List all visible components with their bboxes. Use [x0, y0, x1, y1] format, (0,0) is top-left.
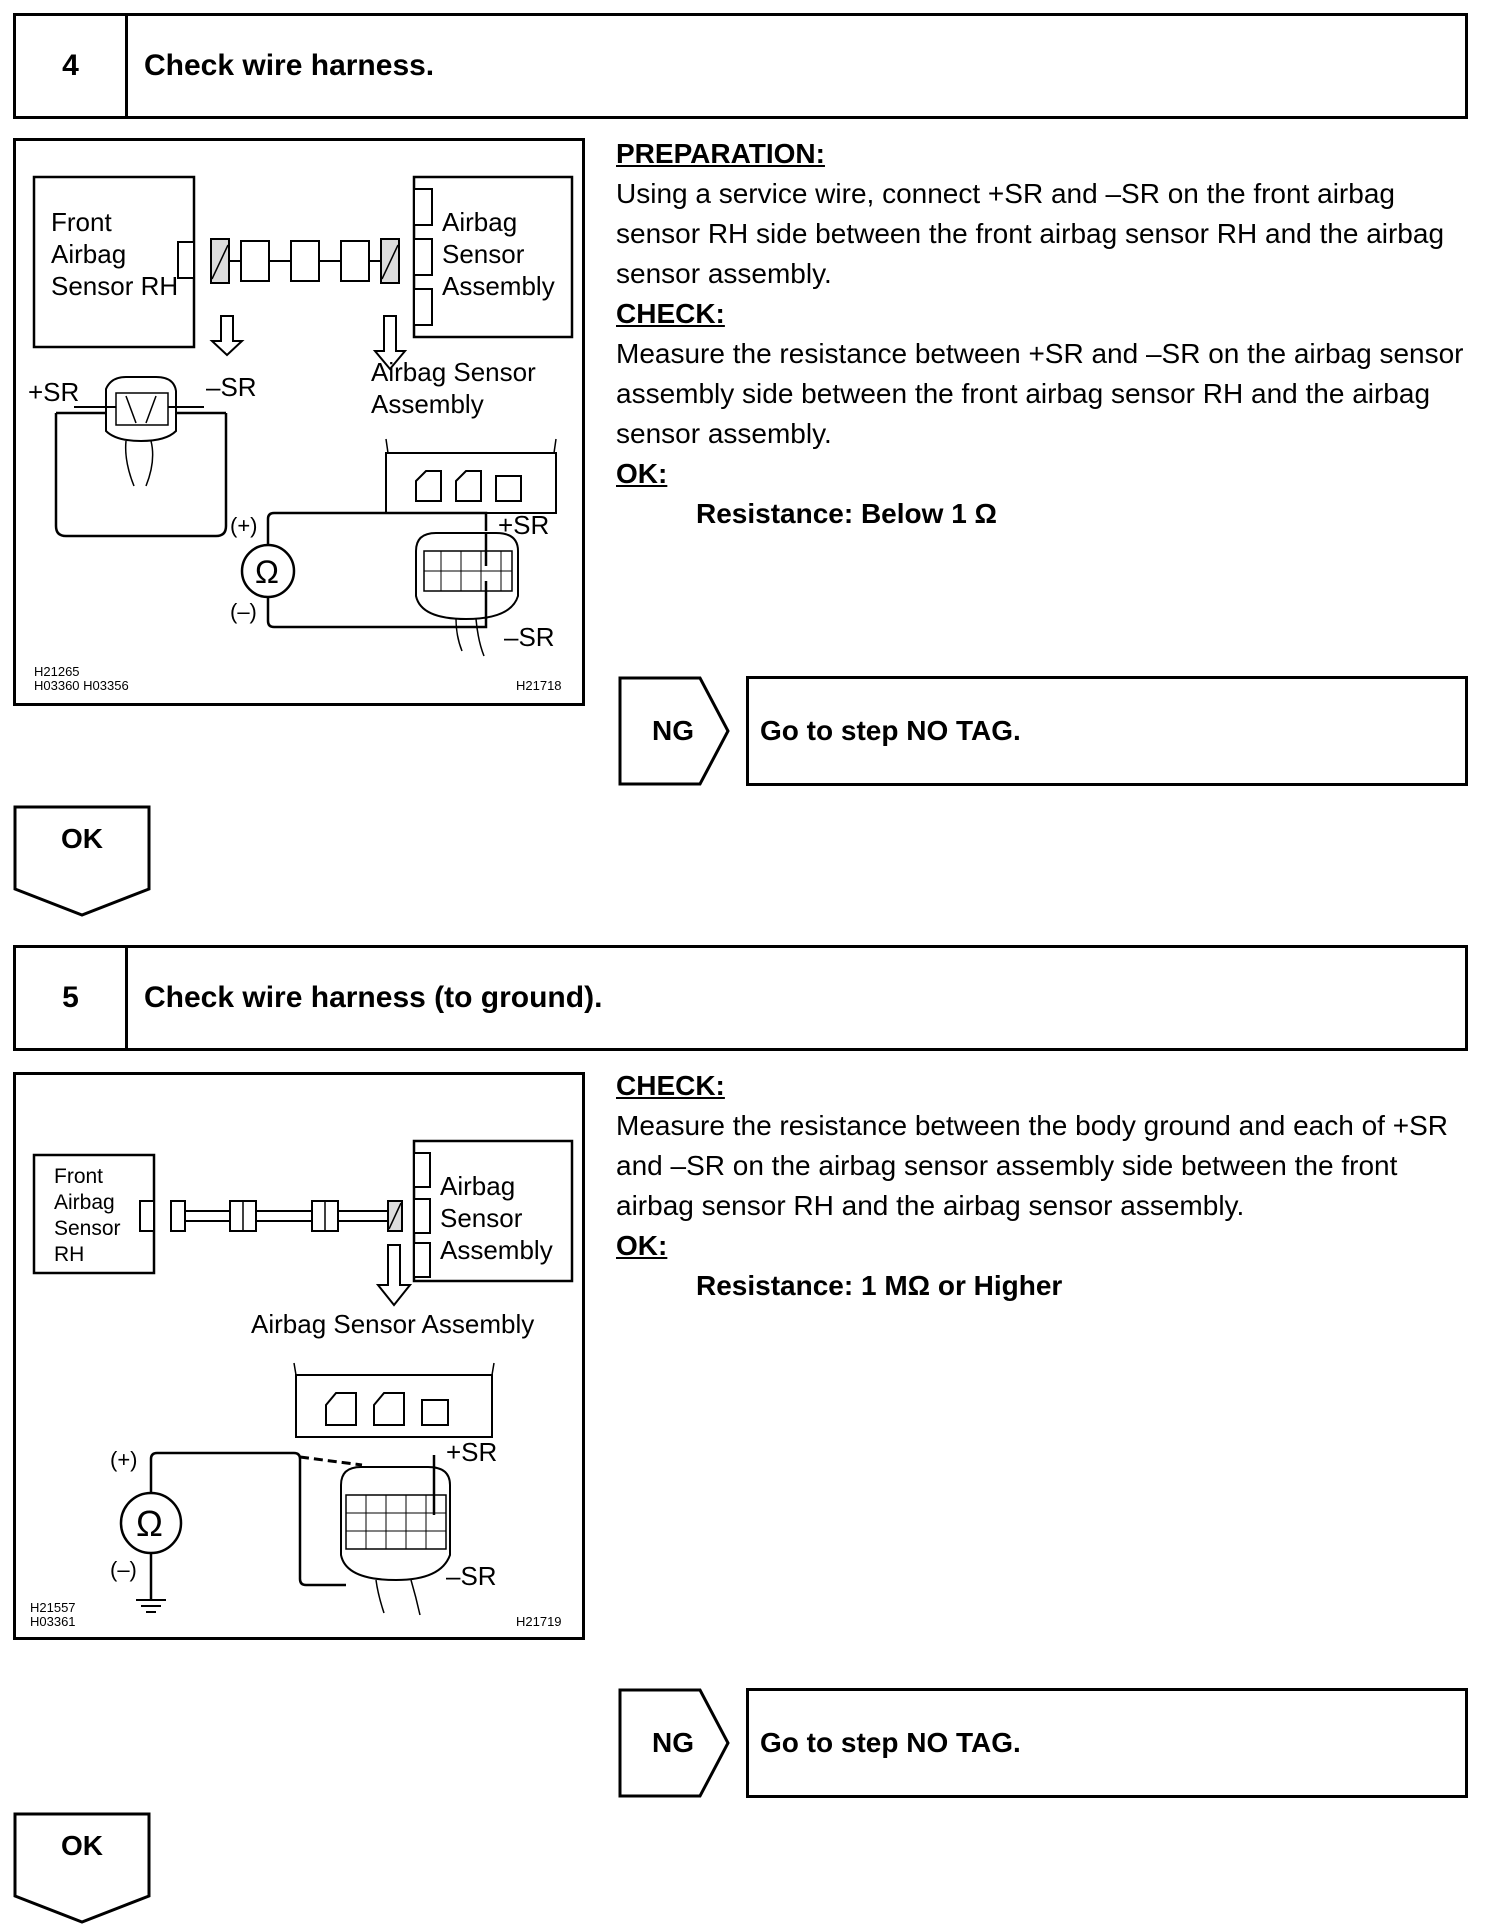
code-right: H21718: [516, 678, 562, 693]
ok-label: OK:: [616, 458, 668, 489]
check-label: CHECK:: [616, 1070, 725, 1101]
ng-target-text[interactable]: Go to step NO TAG.: [760, 1727, 1021, 1758]
step-5-header: 5 Check wire harness (to ground).: [13, 945, 1468, 1051]
preparation-text: Using a service wire, connect +SR and –S…: [616, 178, 1445, 289]
ng-target-box[interactable]: [746, 676, 1468, 786]
front-sensor-label-1: Front: [51, 207, 112, 237]
step-4-ok-arrow[interactable]: OK: [13, 805, 151, 917]
front-sensor-label-3: Sensor RH: [51, 271, 178, 301]
assembly-label-3: Assembly: [440, 1235, 553, 1265]
ng-label: NG: [652, 1727, 694, 1758]
step-4-header: 4 Check wire harness.: [13, 13, 1468, 119]
wiring-diagram-5: Front Airbag Sensor RH Airbag Sensor Ass…: [30, 1139, 574, 1629]
step-5-figure: Front Airbag Sensor RH Airbag Sensor Ass…: [13, 1072, 585, 1640]
meter-minus-sr-4: –SR: [504, 622, 555, 652]
step-title: Check wire harness (to ground).: [144, 981, 603, 1014]
assembly-label-3: Assembly: [442, 271, 555, 301]
ohm-symbol-4: Ω: [255, 554, 279, 590]
meter-plus-sr-5: +SR: [446, 1437, 497, 1467]
check-label: CHECK:: [616, 298, 725, 329]
ng-target-text[interactable]: Go to step NO TAG.: [760, 715, 1021, 746]
ng-label: NG: [652, 715, 694, 746]
ok-arrow-icon: [13, 1812, 151, 1924]
minus-sr-label: –SR: [206, 372, 257, 402]
assembly-label-1: Airbag: [442, 207, 517, 237]
ok-spec: Resistance: 1 MΩ or Higher: [696, 1270, 1063, 1301]
step-5-ng[interactable]: NG Go to step NO TAG.: [618, 1688, 1468, 1798]
assembly-label-2: Sensor: [440, 1203, 523, 1233]
ok-label: OK:: [616, 1230, 668, 1261]
code-left-1: H21265: [34, 664, 80, 679]
ok-arrow-label: OK: [61, 823, 103, 854]
ng-arrow-icon: [618, 1688, 730, 1798]
front-sensor-label-2: Airbag: [54, 1191, 115, 1214]
check-text: Measure the resistance between +SR and –…: [616, 338, 1464, 449]
ng-target-box[interactable]: [746, 1688, 1468, 1798]
meter-plus-4: (+): [230, 513, 258, 538]
meter-minus-5: (–): [110, 1557, 137, 1582]
code-left-2: H03361: [30, 1614, 76, 1629]
ng-arrow-icon: [618, 676, 730, 786]
front-sensor-label-2: Airbag: [51, 239, 126, 269]
code-right: H21719: [516, 1614, 562, 1629]
step-4-figure: Front Airbag Sensor RH Airbag Sensor Ass…: [13, 138, 585, 706]
step-5-ok-arrow[interactable]: OK: [13, 1812, 151, 1924]
ohm-symbol-5: Ω: [136, 1503, 163, 1544]
wiring-diagram-4: Front Airbag Sensor RH Airbag Sensor Ass…: [28, 175, 574, 693]
meter-minus-4: (–): [230, 599, 257, 624]
meter-plus-sr-4: +SR: [498, 510, 549, 540]
plus-sr-label: +SR: [28, 377, 79, 407]
front-sensor-label-1: Front: [54, 1165, 103, 1188]
front-sensor-label-3: Sensor: [54, 1217, 121, 1240]
step-number: 5: [16, 948, 128, 1048]
check-text: Measure the resistance between the body …: [616, 1110, 1448, 1221]
ok-spec: Resistance: Below 1 Ω: [696, 498, 997, 529]
assembly-caption-2: Assembly: [371, 389, 484, 419]
assembly-label-2: Sensor: [442, 239, 525, 269]
assembly-caption-1: Airbag Sensor: [371, 357, 536, 387]
step-4-ng[interactable]: NG Go to step NO TAG.: [618, 676, 1468, 786]
preparation-label: PREPARATION:: [616, 138, 825, 169]
meter-minus-sr-5: –SR: [446, 1561, 497, 1591]
step-number: 4: [16, 16, 128, 116]
front-sensor-label-4: RH: [54, 1243, 84, 1266]
ok-arrow-label: OK: [61, 1830, 103, 1861]
step-4-instructions: PREPARATION: Using a service wire, conne…: [616, 134, 1476, 534]
code-left-1: H21557: [30, 1600, 76, 1615]
meter-plus-5: (+): [110, 1447, 138, 1472]
code-left-2: H03360 H03356: [34, 678, 129, 693]
assembly-label-1: Airbag: [440, 1171, 515, 1201]
step-title: Check wire harness.: [144, 49, 435, 82]
assembly-caption: Airbag Sensor Assembly: [251, 1309, 534, 1339]
ok-arrow-icon: [13, 805, 151, 917]
step-5-instructions: CHECK: Measure the resistance between th…: [616, 1066, 1476, 1306]
